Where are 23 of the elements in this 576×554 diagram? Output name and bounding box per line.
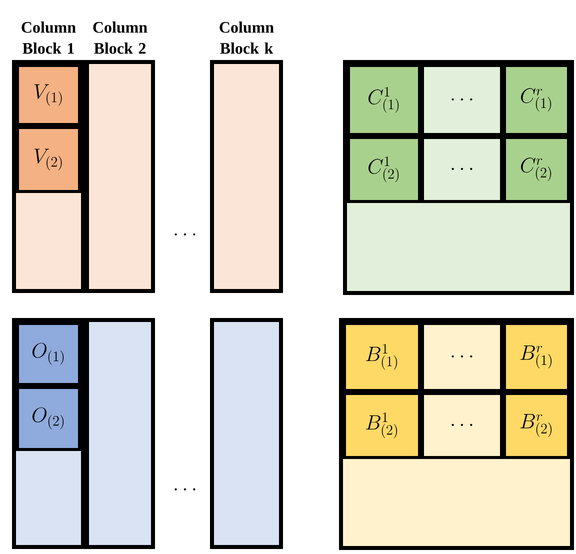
matrix-cell: $O_{(2)}$ (16, 386, 81, 451)
matrix-block (85, 318, 155, 549)
matrix-cell: $C^{1}_{(1)}$ (347, 64, 421, 136)
matrix-cell: $B^{r}_{(1)}$ (503, 322, 570, 392)
matrix-cell: $C^{r}_{(1)}$ (503, 64, 570, 136)
matrix-cell: $B^{1}_{(2)}$ (343, 392, 421, 459)
matrix-cell: $B^{r}_{(2)}$ (503, 392, 570, 459)
ellipsis: $\cdots$ (174, 233, 196, 236)
matrix-cell: $\cdots$ (421, 322, 503, 392)
matrix-cell: $C^{1}_{(2)}$ (347, 136, 421, 203)
column-header: Column Block 2 (93, 22, 148, 54)
matrix-cell: $\cdots$ (421, 392, 503, 459)
matrix-block (210, 318, 283, 549)
matrix-cell: $O_{(1)}$ (16, 322, 81, 386)
ellipsis: $\cdots$ (174, 488, 196, 491)
matrix-cell: $C^{r}_{(2)}$ (503, 136, 570, 203)
column-header: Column Block 1 (22, 22, 76, 54)
matrix-cell: $B^{1}_{(1)}$ (343, 322, 421, 392)
matrix-cell: $V_{(1)}$ (16, 64, 81, 126)
matrix-cell: $\cdots$ (421, 64, 503, 136)
column-header: Column Block k (220, 22, 274, 54)
matrix-cell: $V_{(2)}$ (16, 126, 81, 193)
matrix-cell: $\cdots$ (421, 136, 503, 203)
